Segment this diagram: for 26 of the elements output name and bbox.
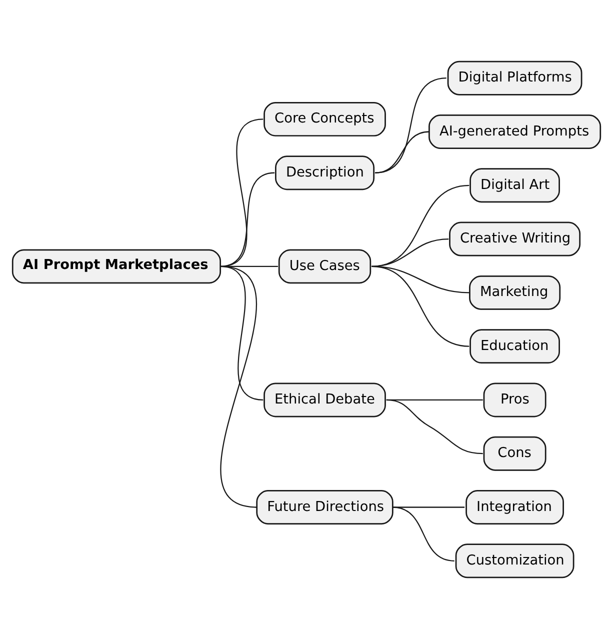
- node-box: Marketing: [469, 275, 561, 310]
- connector: [374, 131, 430, 174]
- connector: [386, 399, 483, 454]
- node-box: Digital Platforms: [447, 60, 582, 96]
- connector: [220, 266, 257, 508]
- node-box: AI Prompt Marketplaces: [12, 249, 222, 284]
- node-box: Cons: [483, 436, 546, 471]
- connector: [392, 506, 454, 562]
- node-box: Customization: [455, 544, 574, 578]
- node-box: Education: [470, 329, 560, 364]
- node-box: Digital Art: [470, 168, 560, 203]
- connector: [372, 238, 449, 267]
- connector: [371, 266, 470, 347]
- connector: [220, 172, 275, 267]
- connector: [371, 184, 470, 267]
- node-box: Integration: [466, 490, 564, 524]
- connector: [392, 506, 465, 508]
- connector: [374, 78, 446, 174]
- node-box: AI-generated Prompts: [428, 114, 602, 149]
- node-box: Creative Writing: [449, 222, 581, 256]
- node-box: Ethical Debate: [264, 382, 386, 418]
- node-box: Use Cases: [278, 249, 372, 284]
- node-box: Core Concepts: [264, 102, 386, 136]
- node-box: Future Directions: [256, 490, 394, 524]
- node-box: Description: [275, 156, 375, 190]
- node-box: Pros: [483, 382, 546, 418]
